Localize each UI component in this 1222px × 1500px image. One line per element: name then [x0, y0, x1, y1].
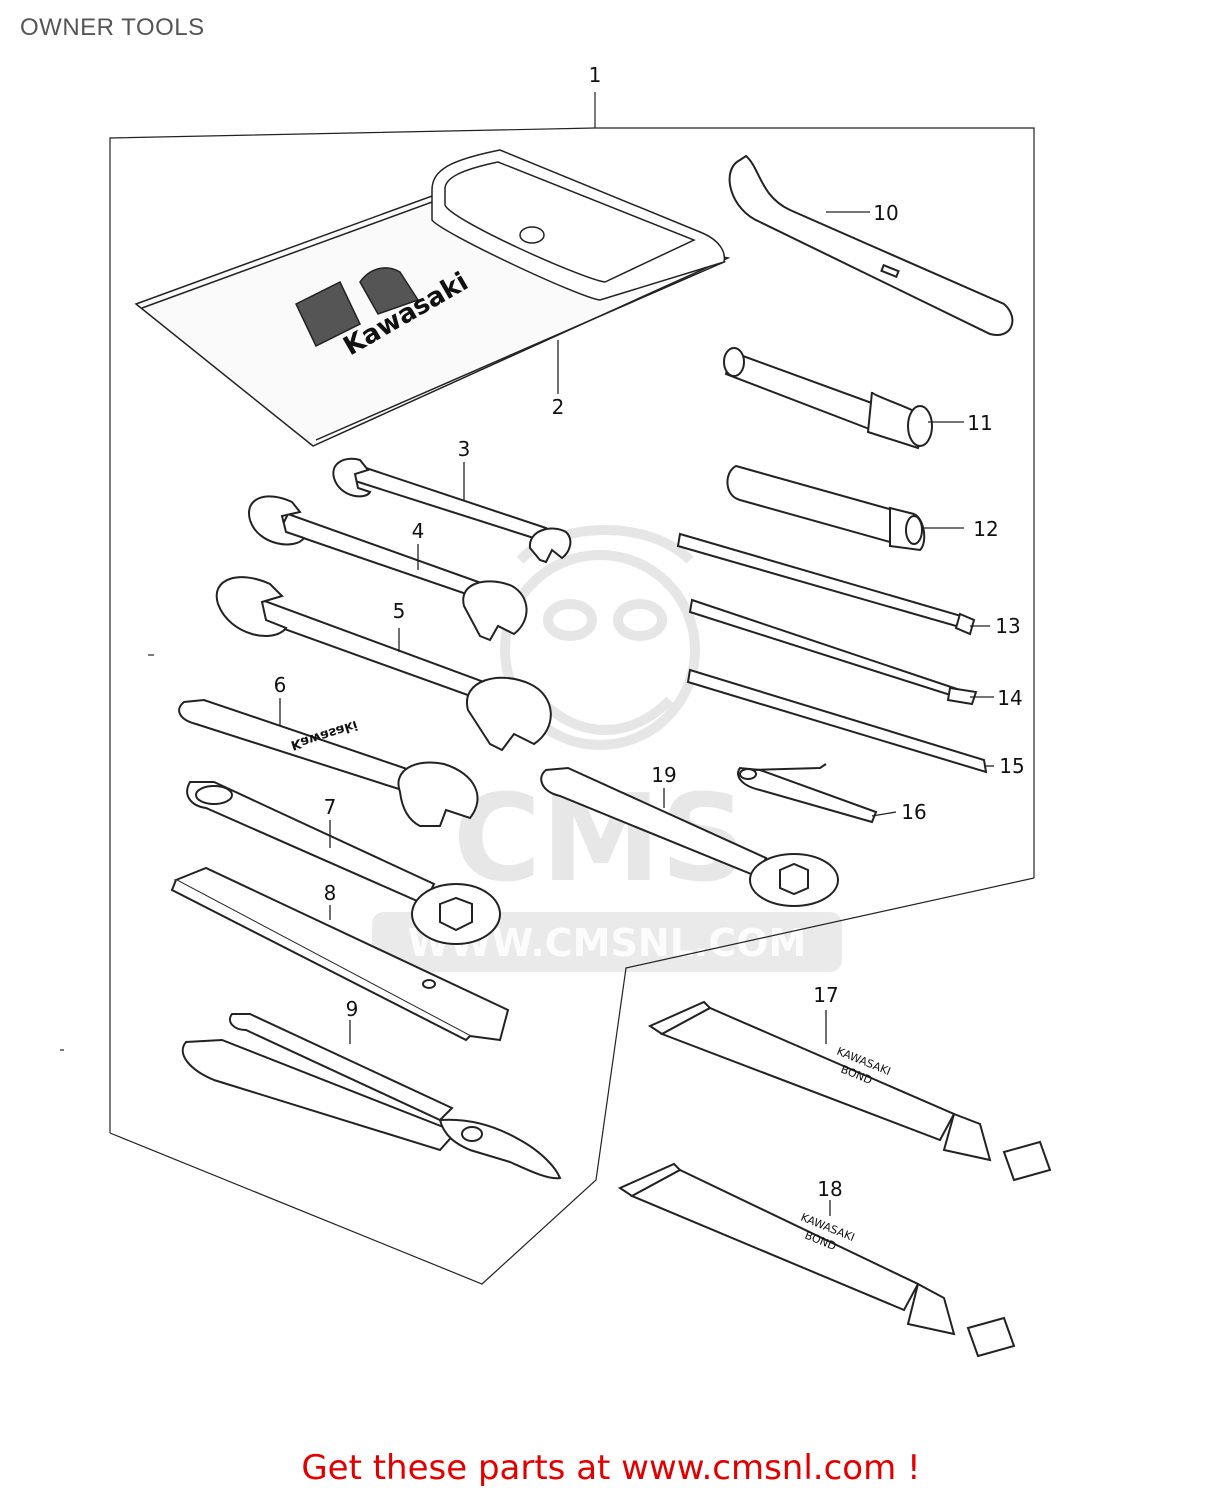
bond-tube-18 [617, 1162, 1016, 1358]
callout-14: 14 [997, 686, 1022, 710]
callout-9: 9 [346, 997, 359, 1021]
callout-19: 19 [651, 763, 676, 787]
callout-10: 10 [873, 201, 898, 225]
pliers [181, 1013, 562, 1180]
hook-spanner [728, 154, 1014, 337]
flat-wrench [178, 698, 479, 827]
callout-5: 5 [393, 599, 406, 623]
callout-8: 8 [324, 881, 337, 905]
callout-12: 12 [973, 517, 998, 541]
ring-wrench [540, 766, 839, 907]
callout-6: 6 [274, 673, 287, 697]
callout-1: 1 [589, 63, 602, 87]
callout-3: 3 [458, 437, 471, 461]
callout-4: 4 [412, 519, 425, 543]
box-wrench [186, 781, 501, 945]
screwdriver-bit-15 [686, 668, 988, 774]
callout-18: 18 [817, 1177, 842, 1201]
bond-tube-17 [647, 1000, 1052, 1182]
callout-13: 13 [995, 614, 1020, 638]
callout-15: 15 [999, 754, 1024, 778]
flat-bar [170, 866, 510, 1042]
page-title: OWNER TOOLS [20, 14, 205, 41]
open-wrench-small [332, 457, 572, 564]
callout-17: 17 [813, 983, 838, 1007]
open-wrench-medium [248, 495, 528, 642]
screwdriver-handle [726, 464, 926, 552]
callout-11: 11 [967, 411, 992, 435]
tool-pouch [134, 149, 731, 447]
feeler-gauge [737, 763, 878, 824]
open-wrench-large [215, 576, 552, 752]
screwdriver-bit-14 [688, 598, 978, 706]
set-bracket [60, 92, 1035, 1285]
callout-2: 2 [552, 395, 565, 419]
callout-16: 16 [901, 800, 926, 824]
parts-shop-link[interactable]: Get these parts at www.cmsnl.com ! [301, 1448, 921, 1488]
screwdriver-bit-13 [676, 532, 976, 636]
callout-7: 7 [324, 795, 337, 819]
leader-lines [279, 211, 994, 1216]
box-spanner [723, 347, 933, 450]
